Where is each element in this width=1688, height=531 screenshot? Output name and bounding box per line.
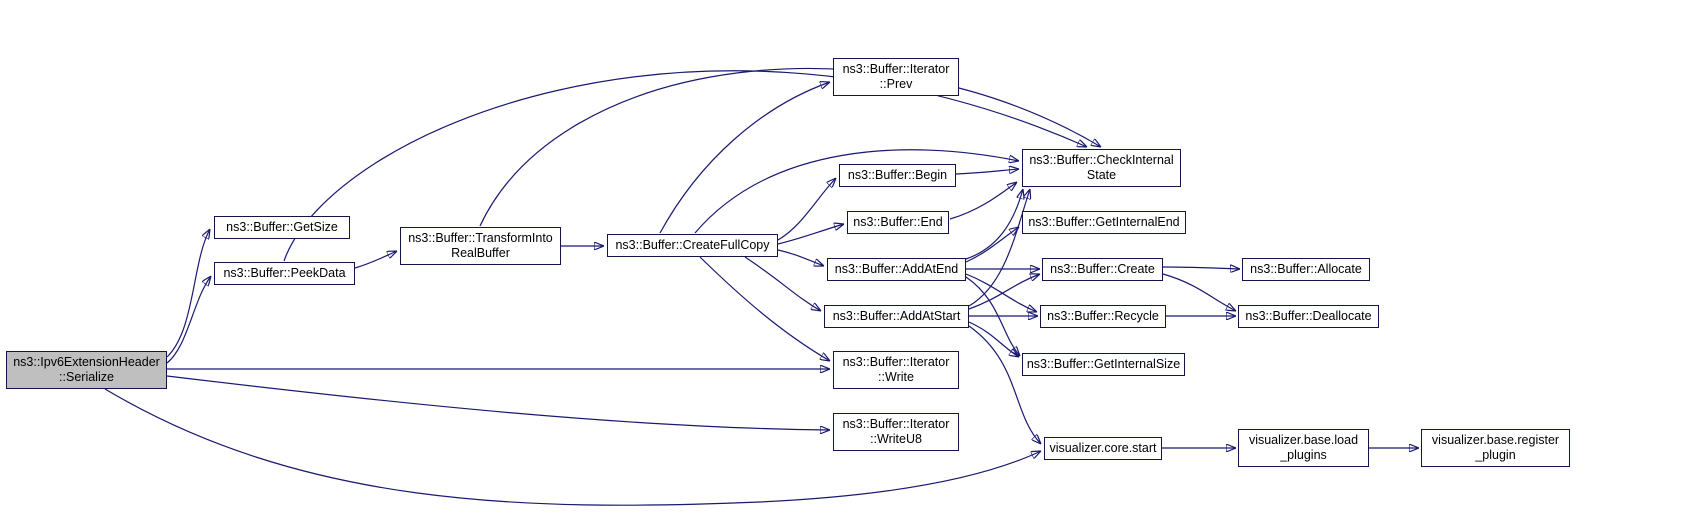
edge-addatend-getinternalend [965, 227, 1019, 263]
node-visualizer-base-load-plugins[interactable]: visualizer.base.load _plugins [1238, 429, 1369, 467]
edge-create-allocate [1162, 267, 1240, 269]
node-buffer-addatend[interactable]: ns3::Buffer::AddAtEnd [827, 258, 966, 281]
edge-createfullcopy-addatend [777, 249, 824, 266]
node-buffer-getinternalend[interactable]: ns3::Buffer::GetInternalEnd [1022, 211, 1186, 234]
node-buffer-allocate[interactable]: ns3::Buffer::Allocate [1242, 258, 1370, 281]
edge-peekdata-transform [354, 251, 397, 269]
node-buffer-iterator-write[interactable]: ns3::Buffer::Iterator ::Write [833, 351, 959, 389]
node-buffer-recycle[interactable]: ns3::Buffer::Recycle [1040, 305, 1166, 328]
edge-create-deallocate [1162, 273, 1236, 311]
node-buffer-iterator-writeu8[interactable]: ns3::Buffer::Iterator ::WriteU8 [833, 413, 959, 451]
edge-createfullcopy-write [699, 256, 830, 361]
edge-createfullcopy-prev [659, 82, 830, 234]
node-buffer-transformintorealbuffer[interactable]: ns3::Buffer::TransformInto RealBuffer [400, 227, 561, 265]
node-visualizer-base-register-plugin[interactable]: visualizer.base.register _plugin [1421, 429, 1570, 467]
node-buffer-addatstart[interactable]: ns3::Buffer::AddAtStart [824, 305, 969, 328]
edge-addatend-checkinternalstate [965, 189, 1023, 260]
edge-createfullcopy-checkinternalstate [694, 149, 1019, 234]
edge-serialize-getsize [166, 229, 210, 358]
node-buffer-checkinternalstate[interactable]: ns3::Buffer::CheckInternal State [1022, 149, 1181, 187]
node-buffer-createfullcopy[interactable]: ns3::Buffer::CreateFullCopy [607, 234, 778, 257]
edge-createfullcopy-addatstart [744, 256, 821, 311]
edge-addatstart-create [968, 274, 1040, 310]
node-buffer-end[interactable]: ns3::Buffer::End [847, 211, 949, 234]
node-ipv6extensionheader-serialize[interactable]: ns3::Ipv6ExtensionHeader ::Serialize [6, 351, 167, 389]
node-buffer-create[interactable]: ns3::Buffer::Create [1042, 258, 1163, 281]
node-buffer-iterator-prev[interactable]: ns3::Buffer::Iterator ::Prev [833, 58, 959, 96]
edge-addatstart-getinternalsize [968, 321, 1019, 357]
edge-serialize-write [166, 369, 830, 370]
node-buffer-peekdata[interactable]: ns3::Buffer::PeekData [214, 262, 355, 285]
edge-addatstart-checkinternalstate [968, 189, 1030, 307]
edge-transform-checkinternalstate [479, 67, 1101, 227]
node-buffer-begin[interactable]: ns3::Buffer::Begin [839, 164, 956, 187]
edge-serialize-peekdata [166, 276, 211, 364]
edge-createfullcopy-end [777, 224, 844, 245]
edge-begin-checkinternalstate [955, 169, 1019, 175]
node-buffer-deallocate[interactable]: ns3::Buffer::Deallocate [1238, 305, 1379, 328]
edge-serialize-writeu8 [166, 375, 830, 430]
node-buffer-getinternalsize[interactable]: ns3::Buffer::GetInternalSize [1022, 353, 1185, 376]
node-buffer-getsize[interactable]: ns3::Buffer::GetSize [214, 216, 350, 239]
edge-createfullcopy-begin [777, 178, 836, 241]
edge-end-checkinternalstate [949, 182, 1017, 220]
edge-serialize-vstart [104, 388, 1041, 506]
edge-addatstart-vstart [968, 325, 1041, 444]
node-visualizer-core-start[interactable]: visualizer.core.start [1044, 437, 1162, 460]
